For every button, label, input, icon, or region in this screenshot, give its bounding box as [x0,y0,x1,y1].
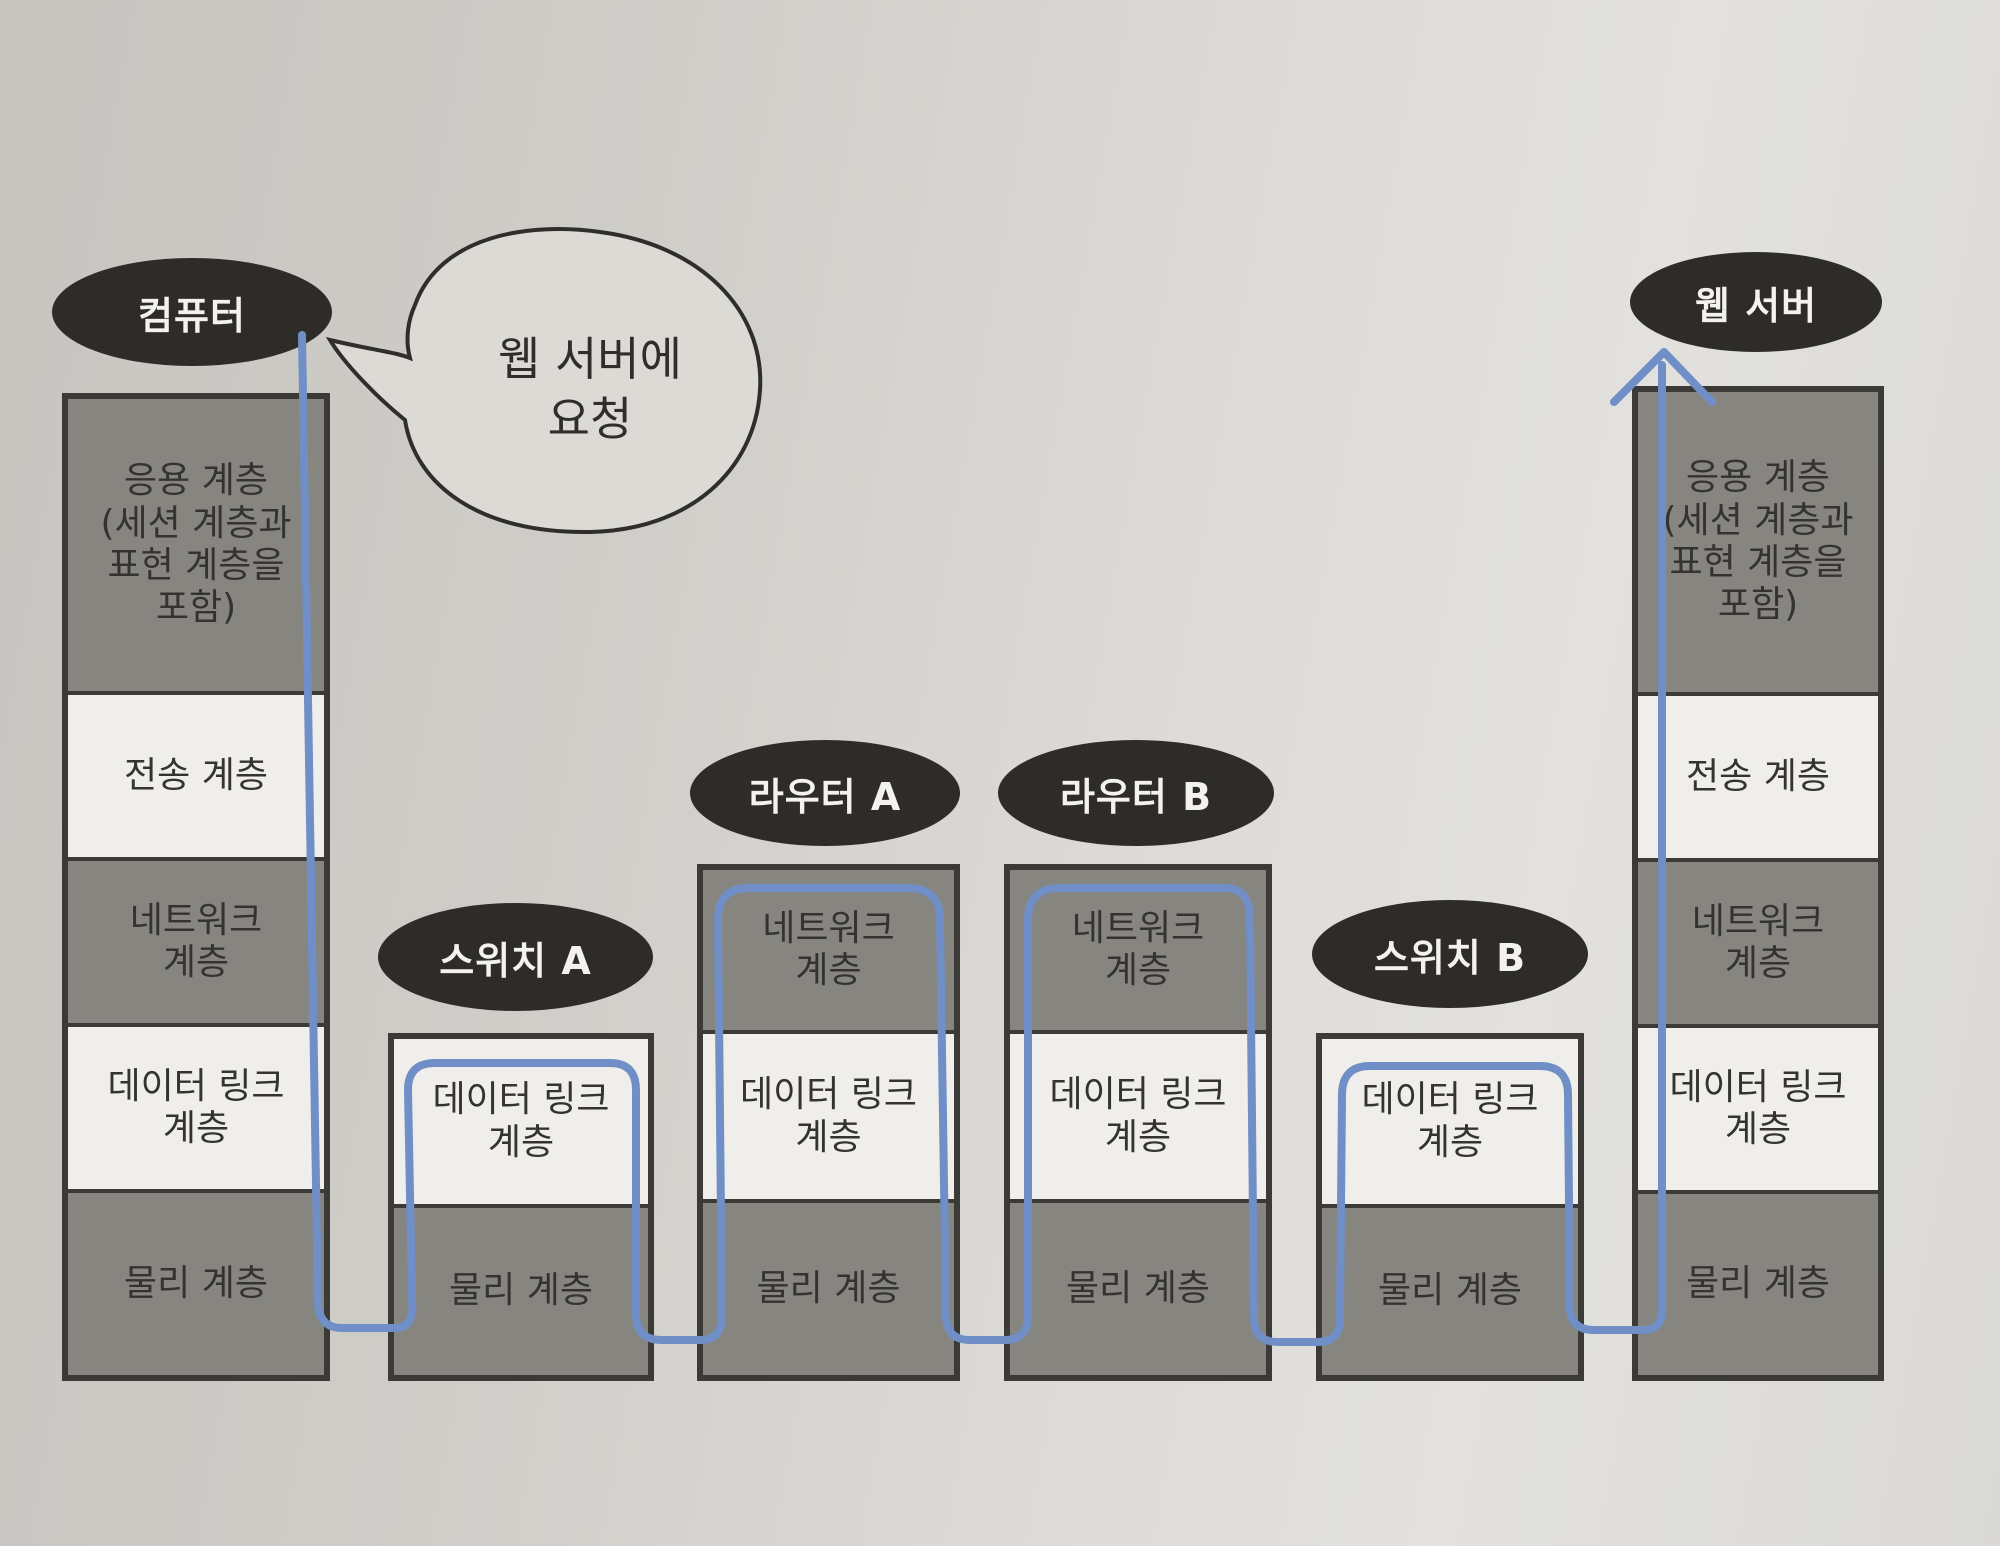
physical-layer: 물리 계층 [394,1208,648,1375]
transport-layer: 전송 계층 [1638,696,1878,858]
arrow-head-icon [1610,348,1716,406]
computer-label: 컴퓨터 [138,293,246,338]
router-b-stack: 네트워크 계층 데이터 링크 계층 물리 계층 [1004,864,1272,1381]
switch-a-label: 스위치 A [439,938,592,983]
computer-stack: 응용 계층 (세션 계층과 표현 계층을 포함) 전송 계층 네트워크 계층 데… [62,393,330,1381]
physical-layer: 물리 계층 [68,1193,324,1375]
data-flow-path [298,331,1666,1346]
web-server-label: 웹 서버 [1694,283,1818,328]
data-link-layer: 데이터 링크 계층 [703,1034,954,1199]
physical-layer: 물리 계층 [1010,1203,1266,1375]
speech-bubble-text: 웹 서버에 요청 [498,332,682,446]
physical-layer: 물리 계층 [703,1203,954,1375]
router-b-label: 라우터 B [1059,774,1213,819]
network-layer: 네트워크 계층 [1010,870,1266,1030]
web-server-stack: 응용 계층 (세션 계층과 표현 계층을 포함) 전송 계층 네트워크 계층 데… [1632,386,1884,1381]
application-layer: 응용 계층 (세션 계층과 표현 계층을 포함) [1638,392,1878,692]
physical-layer: 물리 계층 [1638,1194,1878,1375]
data-link-layer: 데이터 링크 계층 [1638,1028,1878,1190]
network-layer: 네트워크 계층 [703,870,954,1030]
switch-b-tag: 스위치 B [1312,900,1588,1008]
application-layer: 응용 계층 (세션 계층과 표현 계층을 포함) [68,399,324,691]
data-link-layer: 데이터 링크 계층 [1010,1034,1266,1199]
computer-tag: 컴퓨터 [52,258,332,366]
router-a-tag: 라우터 A [690,740,960,846]
router-a-label: 라우터 A [748,774,902,819]
switch-a-tag: 스위치 A [378,903,653,1011]
router-b-tag: 라우터 B [998,740,1274,846]
router-a-stack: 네트워크 계층 데이터 링크 계층 물리 계층 [697,864,960,1381]
transport-layer: 전송 계층 [68,695,324,857]
network-layer: 네트워크 계층 [1638,862,1878,1024]
web-server-tag: 웹 서버 [1630,252,1882,352]
data-link-layer: 데이터 링크 계층 [68,1027,324,1189]
switch-b-label: 스위치 B [1373,935,1527,980]
network-layer: 네트워크 계층 [68,861,324,1023]
physical-layer: 물리 계층 [1322,1208,1578,1375]
